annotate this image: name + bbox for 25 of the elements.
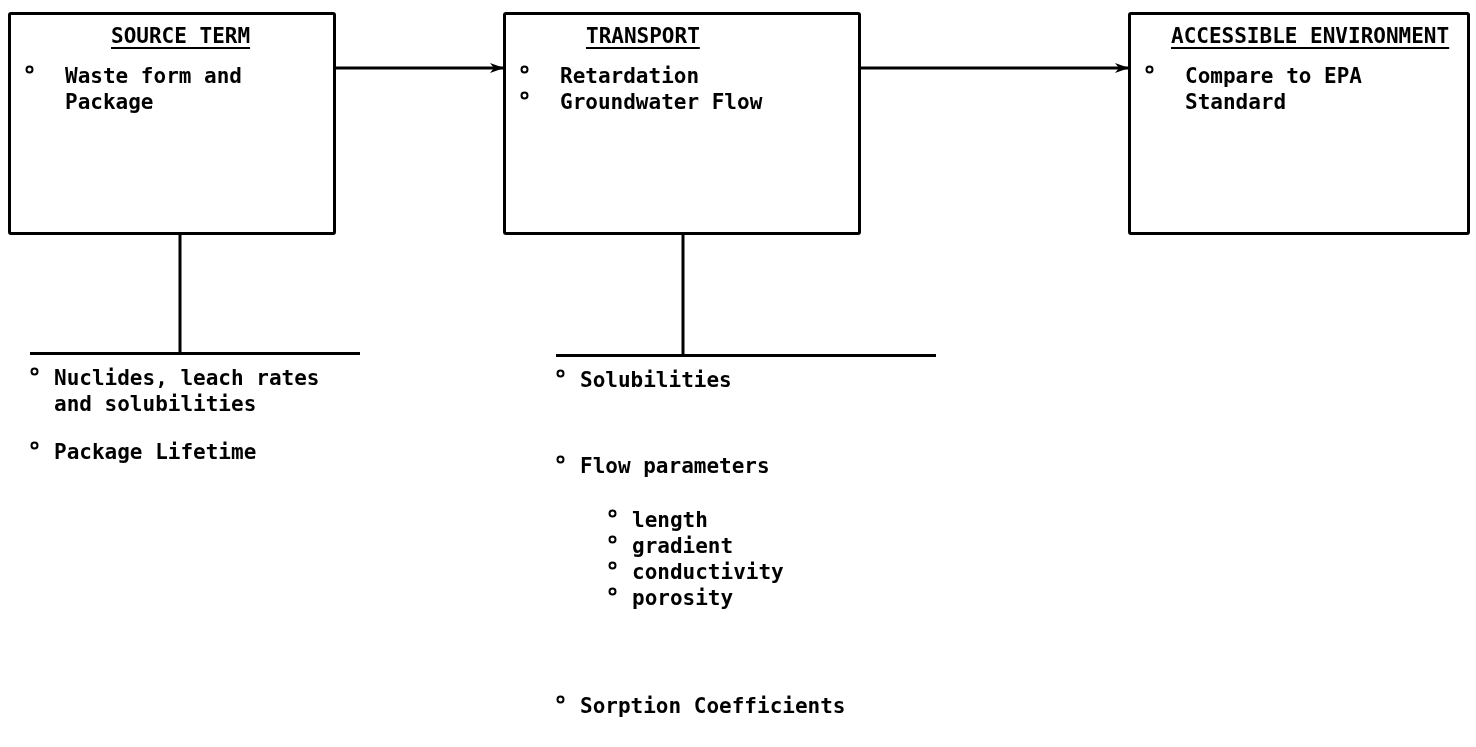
list-item-text: Flow parameters [580, 453, 771, 479]
connector-line [681, 235, 685, 354]
list-item-text: conductivity [632, 559, 785, 585]
process-box [1128, 12, 1470, 235]
list-item-text: Compare to EPA Standard [1185, 63, 1363, 115]
box-heading: SOURCE TERM [111, 23, 251, 49]
list-item-text: Waste form and Package [65, 63, 243, 115]
list-item-text: Nuclides, leach rates and solubilities [54, 365, 321, 417]
list-item-text: Sorption Coefficients [580, 693, 847, 719]
list-item-text: porosity [632, 585, 735, 611]
process-box [503, 12, 861, 235]
list-item-text: gradient [632, 533, 735, 559]
list-item-text: Retardation [560, 63, 701, 89]
list-item-text: Groundwater Flow [560, 89, 764, 115]
arrow [861, 63, 1129, 73]
list-item-text: Solubilities [580, 367, 733, 393]
arrow [336, 63, 504, 73]
list-item-text: length [632, 507, 709, 533]
parameter-list [30, 352, 360, 465]
list-item-text: Package Lifetime [54, 439, 258, 465]
parameter-list [556, 354, 936, 719]
process-box [8, 12, 336, 235]
box-heading: ACCESSIBLE ENVIRONMENT [1171, 23, 1450, 49]
box-heading: TRANSPORT [586, 23, 700, 49]
connector-line [178, 235, 182, 352]
